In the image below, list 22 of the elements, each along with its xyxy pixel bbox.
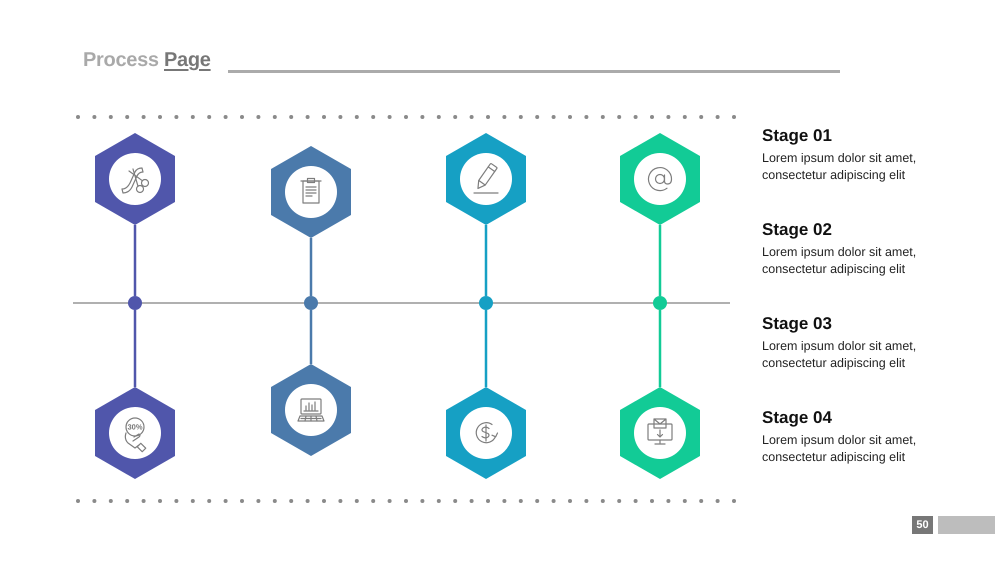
- stage-description: Lorem ipsum dolor sit amet, consectetur adipiscing elit: [762, 432, 918, 466]
- timeline-dot: [653, 296, 667, 310]
- connector-line: [484, 310, 488, 387]
- connector-line: [310, 310, 312, 364]
- connector-line: [658, 225, 662, 296]
- timeline-dot: [479, 296, 493, 310]
- stage-description: Lorem ipsum dolor sit amet, consectetur adipiscing elit: [762, 150, 918, 184]
- stage-heading: Stage 04: [762, 408, 832, 428]
- page-title: Process Page: [83, 48, 211, 72]
- connector-line: [134, 225, 136, 296]
- page-number: 50: [912, 516, 933, 534]
- connector-line: [134, 310, 136, 387]
- timeline-dot: [304, 296, 318, 310]
- stage-heading: Stage 01: [762, 126, 832, 146]
- stage-description: Lorem ipsum dolor sit amet, consectetur adipiscing elit: [762, 338, 918, 372]
- stage-heading: Stage 03: [762, 314, 832, 334]
- timeline-dot: [128, 296, 142, 310]
- connector-line: [310, 238, 312, 296]
- connector-line: [484, 225, 488, 296]
- stage-heading: Stage 02: [762, 220, 832, 240]
- connector-line: [658, 310, 662, 387]
- stage-description: Lorem ipsum dolor sit amet, consectetur adipiscing elit: [762, 244, 918, 278]
